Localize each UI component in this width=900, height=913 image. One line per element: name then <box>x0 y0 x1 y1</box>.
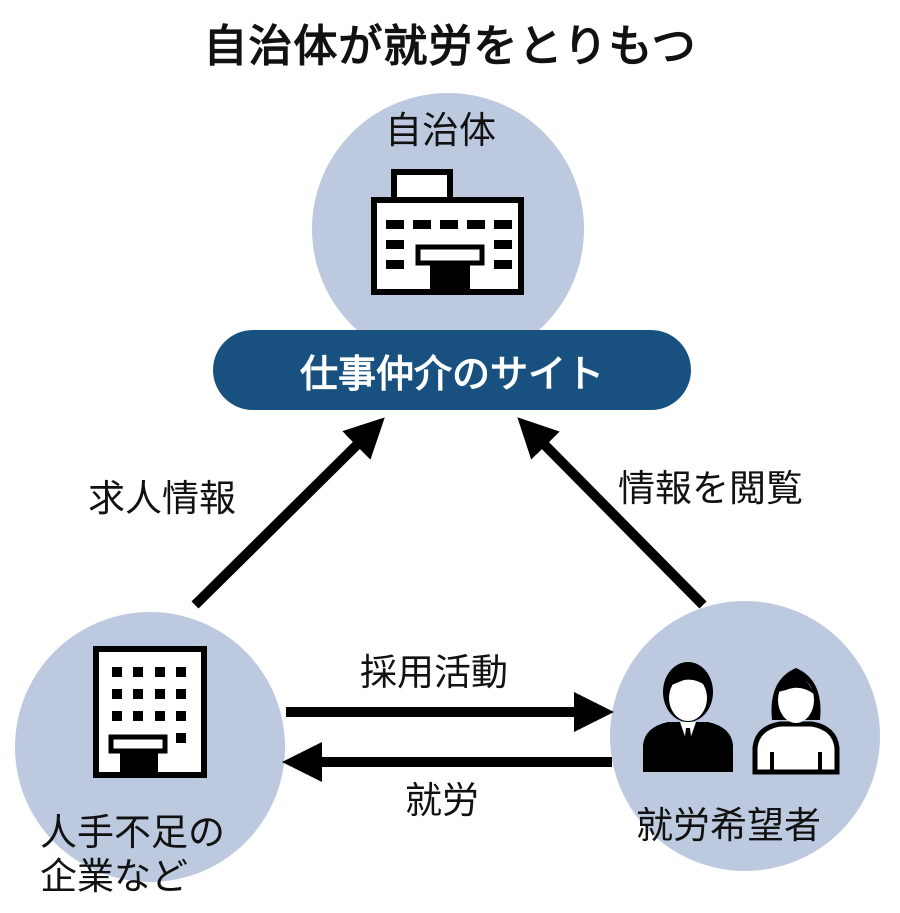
diagram-title: 自治体が就労をとりもつ <box>203 21 697 72</box>
woman-icon <box>752 668 840 775</box>
browse-info-label: 情報を閲覧 <box>618 467 803 510</box>
job-matching-site-banner: 仕事仲介のサイト <box>213 330 691 410</box>
companies-label-line1: 人手不足の <box>40 811 225 854</box>
job-info-label: 求人情報 <box>88 477 236 520</box>
municipality-label: 自治体 <box>385 109 496 152</box>
site-label: 仕事仲介のサイト <box>299 351 604 396</box>
job-info-arrow <box>191 417 385 609</box>
companies-label-line2: 企業など <box>40 855 188 898</box>
browse-info-arrow <box>517 417 707 609</box>
employment-label: 就労 <box>405 779 479 822</box>
recruiting-label: 採用活動 <box>360 651 508 694</box>
man-icon <box>643 662 733 772</box>
job-seekers-label: 就労希望者 <box>636 804 821 847</box>
